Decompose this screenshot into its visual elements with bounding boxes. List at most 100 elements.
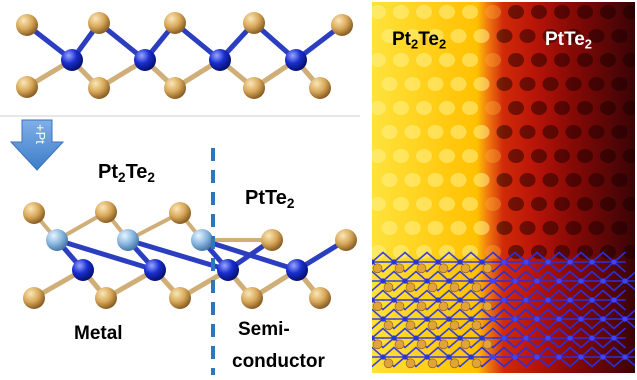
stm-te-atom [372, 263, 383, 274]
label-ptte2-left: PtTe2 [245, 187, 295, 211]
stm-dot [393, 53, 409, 67]
stm-dot [439, 149, 455, 163]
stm-pt-atom [380, 278, 386, 284]
stm-dot [600, 5, 616, 19]
stm-pt-atom [501, 259, 507, 265]
stm-dot [473, 221, 490, 235]
stm-te-atom [449, 358, 460, 369]
stm-te-atom [471, 282, 482, 293]
stm-te-atom [394, 301, 405, 312]
stm-dot [427, 125, 444, 139]
stm-dot [416, 101, 432, 115]
stm-pt-atom [391, 297, 397, 303]
stm-te-atom [438, 301, 449, 312]
stm-dot [473, 29, 490, 43]
pt-intercalated-atom [46, 229, 68, 251]
stm-pt-atom [490, 316, 496, 322]
te-atom [164, 77, 186, 99]
stm-pt-atom [622, 278, 628, 284]
stm-pt-atom [446, 278, 452, 284]
stm-pt-atom [446, 354, 452, 360]
label-ptte2-right: PtTe2 [545, 29, 592, 52]
stm-pt-atom [611, 335, 617, 341]
stm-dot [554, 101, 570, 115]
stm-dot [393, 149, 409, 163]
stm-dot [508, 197, 524, 211]
stm-image [372, 2, 635, 373]
stm-dot [462, 5, 478, 19]
stm-te-atom [427, 358, 438, 369]
stm-dot [416, 53, 432, 67]
stm-dot [381, 77, 398, 91]
stm-dot [485, 197, 501, 211]
stm-dot [372, 245, 386, 259]
stm-pt-atom [556, 354, 562, 360]
stm-dot [531, 149, 547, 163]
stm-pt-atom [567, 297, 573, 303]
stm-pt-atom [435, 335, 441, 341]
pt-atom [285, 49, 307, 71]
stm-te-atom [482, 301, 493, 312]
stm-dot [496, 29, 513, 43]
stm-pt-atom [424, 354, 430, 360]
stm-dot [600, 101, 616, 115]
stm-pt-atom [380, 316, 386, 322]
stm-dot [462, 53, 478, 67]
stm-dot [508, 101, 524, 115]
stm-dot [542, 77, 559, 91]
stm-dot [473, 173, 490, 187]
stm-pt-atom [534, 354, 540, 360]
stm-dot [577, 245, 593, 259]
stm-dot [542, 29, 559, 43]
bond [372, 337, 373, 340]
stm-pt-atom [578, 316, 584, 322]
stm-dot [508, 5, 524, 19]
stm-pt-atom [457, 335, 463, 341]
stm-pt-atom [534, 316, 540, 322]
te-atom [335, 229, 357, 251]
stm-pt-atom [402, 316, 408, 322]
stm-pt-atom [556, 316, 562, 322]
stm-pt-atom [468, 278, 474, 284]
stm-dot [496, 125, 513, 139]
stm-te-atom [482, 263, 493, 274]
stm-pt-atom [402, 278, 408, 284]
stm-dot [416, 5, 432, 19]
stm-te-atom [482, 339, 493, 350]
stm-te-atom [449, 320, 460, 331]
stm-te-atom [438, 263, 449, 274]
te-atom [169, 202, 191, 224]
stm-dot [600, 149, 616, 163]
te-atom [169, 287, 191, 309]
bond [372, 260, 373, 263]
stm-dot [577, 101, 593, 115]
stm-dot [623, 5, 635, 19]
top-lattice-atoms [16, 12, 353, 99]
label-semi: Semi- [238, 319, 290, 340]
stm-dot [473, 125, 490, 139]
te-atom [331, 14, 353, 36]
stm-pt-atom [545, 259, 551, 265]
te-atom [309, 77, 331, 99]
stm-dot [519, 173, 536, 187]
stm-dot [565, 125, 582, 139]
stm-pt-atom [372, 335, 375, 341]
stm-dot [404, 221, 421, 235]
stm-dot [623, 197, 635, 211]
stm-pt-atom [391, 259, 397, 265]
bond [54, 237, 158, 273]
stm-dot [623, 245, 635, 259]
stm-dot [404, 29, 421, 43]
stm-dot [496, 77, 513, 91]
stm-te-atom [416, 263, 427, 274]
stm-pt-atom [600, 354, 606, 360]
stm-dot [542, 221, 559, 235]
stm-pt-atom [589, 259, 595, 265]
stm-dot [427, 221, 444, 235]
te-atom [16, 14, 38, 36]
stm-dot [404, 173, 421, 187]
stm-dot [439, 53, 455, 67]
stm-pt-atom [479, 259, 485, 265]
stm-te-atom [416, 339, 427, 350]
stm-dot [588, 29, 605, 43]
